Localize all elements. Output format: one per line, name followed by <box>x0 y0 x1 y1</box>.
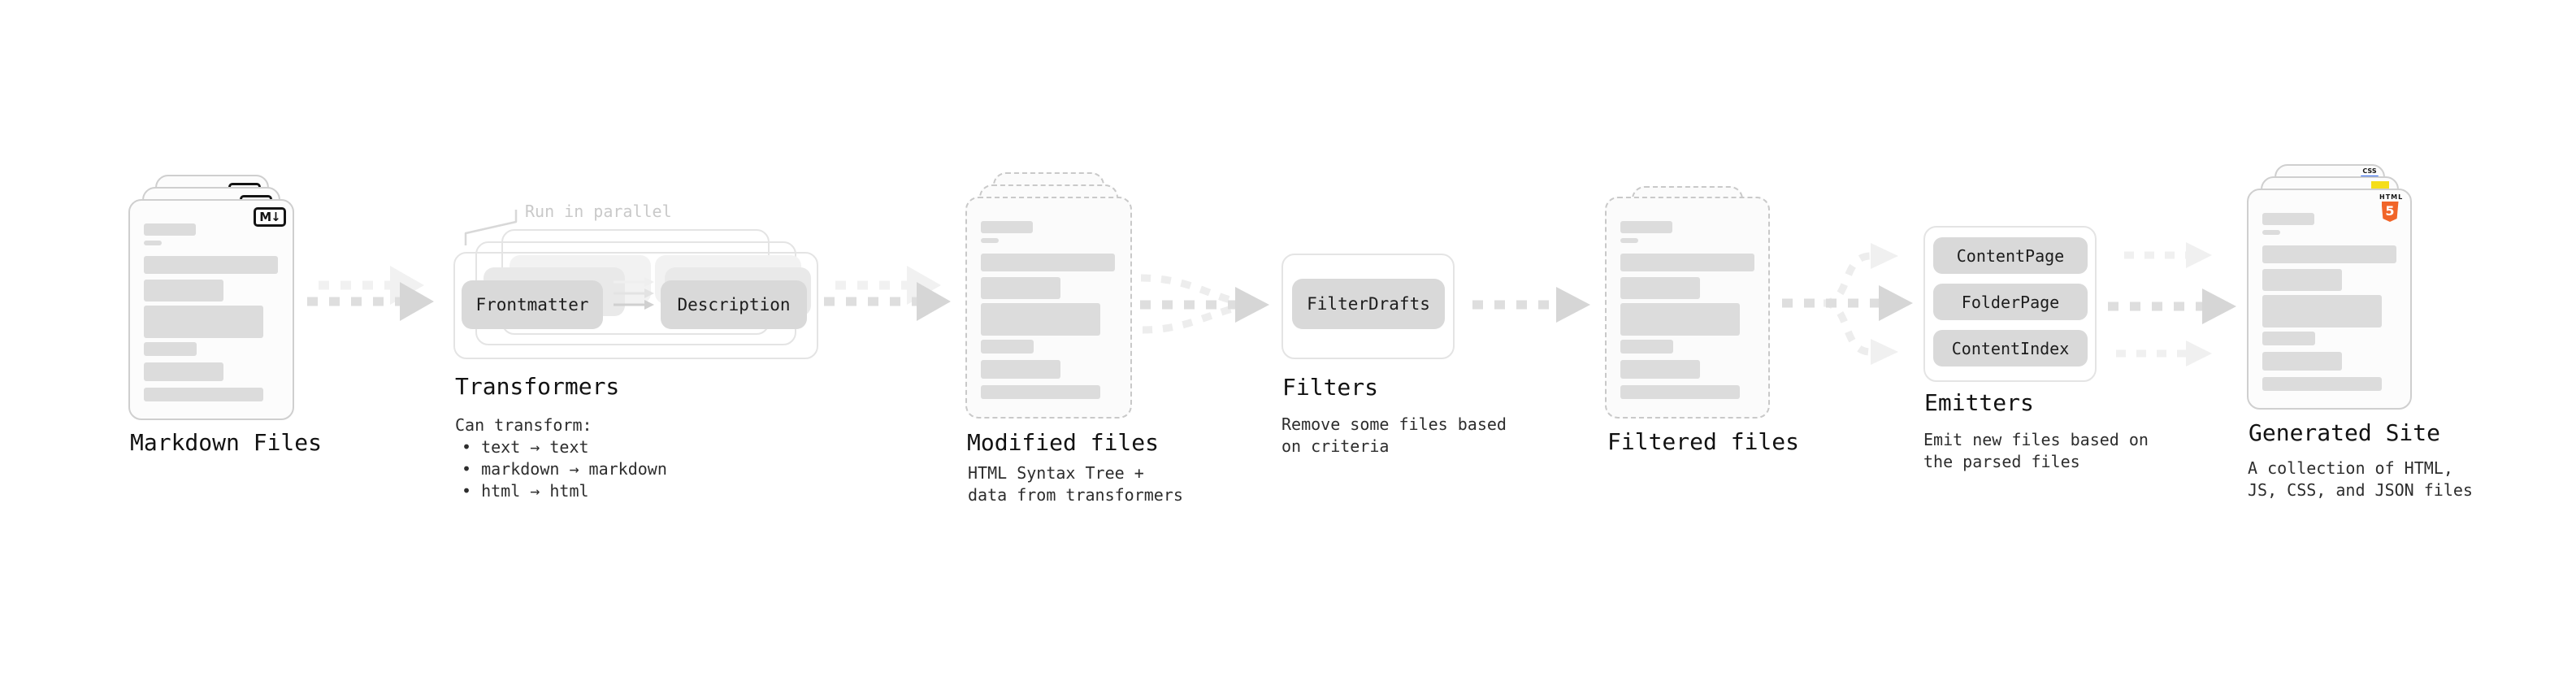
html5-icon: HTML 5 <box>2379 193 2402 222</box>
filters-caption-line1: Remove some files based <box>1281 414 1507 434</box>
filterdrafts-pill: FilterDrafts <box>1292 279 1445 329</box>
transformers-caption-title: Can transform: <box>455 415 592 435</box>
arrow-filters-to-filtered <box>1472 287 1590 323</box>
generated-file-html: HTML 5 <box>2247 189 2412 410</box>
transformers-bullet: • text → text <box>462 437 589 457</box>
contentpage-pill: ContentPage <box>1933 237 2088 274</box>
markdown-icon: M↓ <box>254 207 286 227</box>
filtered-files-label: Filtered files <box>1607 428 1800 455</box>
folderpage-pill: FolderPage <box>1933 284 2088 320</box>
arrow-filtered-to-emitters <box>1782 243 1913 365</box>
generated-site-caption-line2: JS, CSS, and JSON files <box>2248 480 2473 500</box>
generated-site-caption-line1: A collection of HTML, <box>2248 458 2453 478</box>
run-in-parallel-annotation: Run in parallel <box>525 202 672 221</box>
modified-files-caption-line2: data from transformers <box>968 485 1183 505</box>
description-pill: Description <box>661 280 807 329</box>
modified-files-caption-line1: HTML Syntax Tree + <box>968 463 1144 483</box>
emitters-caption-line1: Emit new files based on <box>1923 430 2149 449</box>
markdown-file-front: M↓ <box>128 199 294 420</box>
parallel-arrows-icon <box>614 277 654 310</box>
arrow-transformers-to-modified <box>824 266 951 321</box>
emitters-label: Emitters <box>1924 389 2034 416</box>
arrow-markdown-to-transformers <box>307 266 434 321</box>
emitters-caption-line2: the parsed files <box>1923 452 2080 471</box>
transformers-bullet: • markdown → markdown <box>462 459 667 479</box>
doc-content-bars <box>1620 221 1754 399</box>
doc-content-bars <box>2262 213 2396 391</box>
frontmatter-pill: Frontmatter <box>462 280 603 329</box>
doc-content-bars <box>144 223 278 401</box>
arrow-modified-to-filters <box>1140 274 1269 334</box>
doc-content-bars <box>981 221 1115 399</box>
filtered-file-front <box>1605 197 1770 419</box>
transformers-bullet: • html → html <box>462 481 589 501</box>
transformer-run-box-front <box>453 252 818 359</box>
filters-label: Filters <box>1282 374 1379 401</box>
contentindex-pill: ContentIndex <box>1933 330 2088 367</box>
markdown-files-label: Markdown Files <box>130 429 323 456</box>
modified-files-label: Modified files <box>967 429 1160 456</box>
generated-site-label: Generated Site <box>2249 419 2441 446</box>
run-in-parallel-leader-line <box>464 210 518 245</box>
arrow-emitters-to-generated <box>2108 242 2236 367</box>
filters-caption-line2: on criteria <box>1281 436 1390 456</box>
transformers-label: Transformers <box>455 373 620 400</box>
modified-file-front <box>965 197 1132 419</box>
